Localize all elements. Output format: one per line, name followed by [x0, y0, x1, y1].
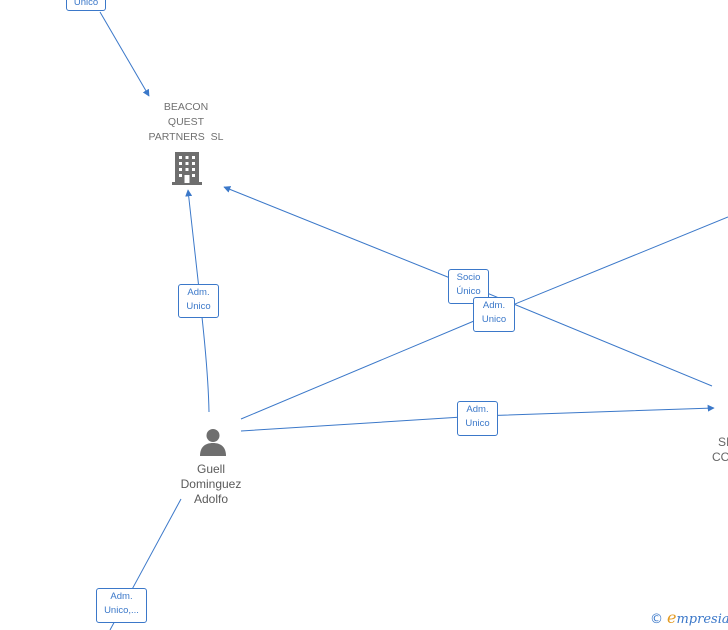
empresia-logo[interactable]: © empresia: [650, 608, 728, 627]
edge-person-company: [185, 189, 210, 413]
edge-label-line-1: Socio: [456, 272, 481, 283]
brand-initial: e: [667, 608, 677, 627]
company-name-line-1: BEACON: [163, 101, 209, 113]
right-node-line-1: SI: [718, 435, 728, 449]
brand-name: mpresia: [676, 612, 728, 627]
company-node-label[interactable]: BEACON QUEST PARTNERS SL: [136, 100, 236, 145]
edge-label-line-2: Unico,...: [104, 605, 139, 616]
person-node-label[interactable]: Guell Dominguez Adolfo: [161, 462, 261, 507]
person-name-line-1: Guell: [196, 462, 225, 476]
edge-label-person-company[interactable]: Adm. Unico: [178, 284, 219, 318]
edge-top: [99, 11, 150, 97]
edge-label-line-1: Adm.: [187, 287, 210, 298]
edge-label-line-1: Adm.: [110, 591, 133, 602]
person-name-line-3: Adolfo: [193, 492, 229, 506]
right-node-partial-label[interactable]: SI CO: [712, 435, 728, 465]
edge-label-top[interactable]: Unico: [66, 0, 106, 11]
edge-label-bottom[interactable]: Adm. Unico,...: [96, 588, 147, 623]
edge-label-line-2: Unico: [186, 301, 211, 312]
company-name-line-3: PARTNERS SL: [148, 131, 224, 143]
company-name-line-2: QUEST: [167, 116, 205, 128]
edge-label-line-2: Unico: [481, 314, 507, 325]
person-name-line-2: Dominguez: [180, 477, 242, 491]
right-node-line-2: CO: [712, 450, 728, 464]
person-icon[interactable]: [198, 427, 228, 457]
edge-label-adm-unico-right[interactable]: Adm. Unico: [457, 401, 498, 436]
edge-label-line-1: Adm.: [482, 300, 506, 311]
edge-label-line-2: Único: [456, 286, 481, 297]
edge-label-top-line-1: Unico: [73, 0, 99, 8]
copyright-symbol: ©: [650, 612, 663, 627]
building-icon[interactable]: [172, 150, 202, 186]
edge-label-line-2: Unico: [465, 418, 490, 429]
edge-label-line-1: Adm.: [466, 404, 489, 415]
edge-label-adm-unico-middle[interactable]: Adm. Unico: [473, 297, 515, 332]
